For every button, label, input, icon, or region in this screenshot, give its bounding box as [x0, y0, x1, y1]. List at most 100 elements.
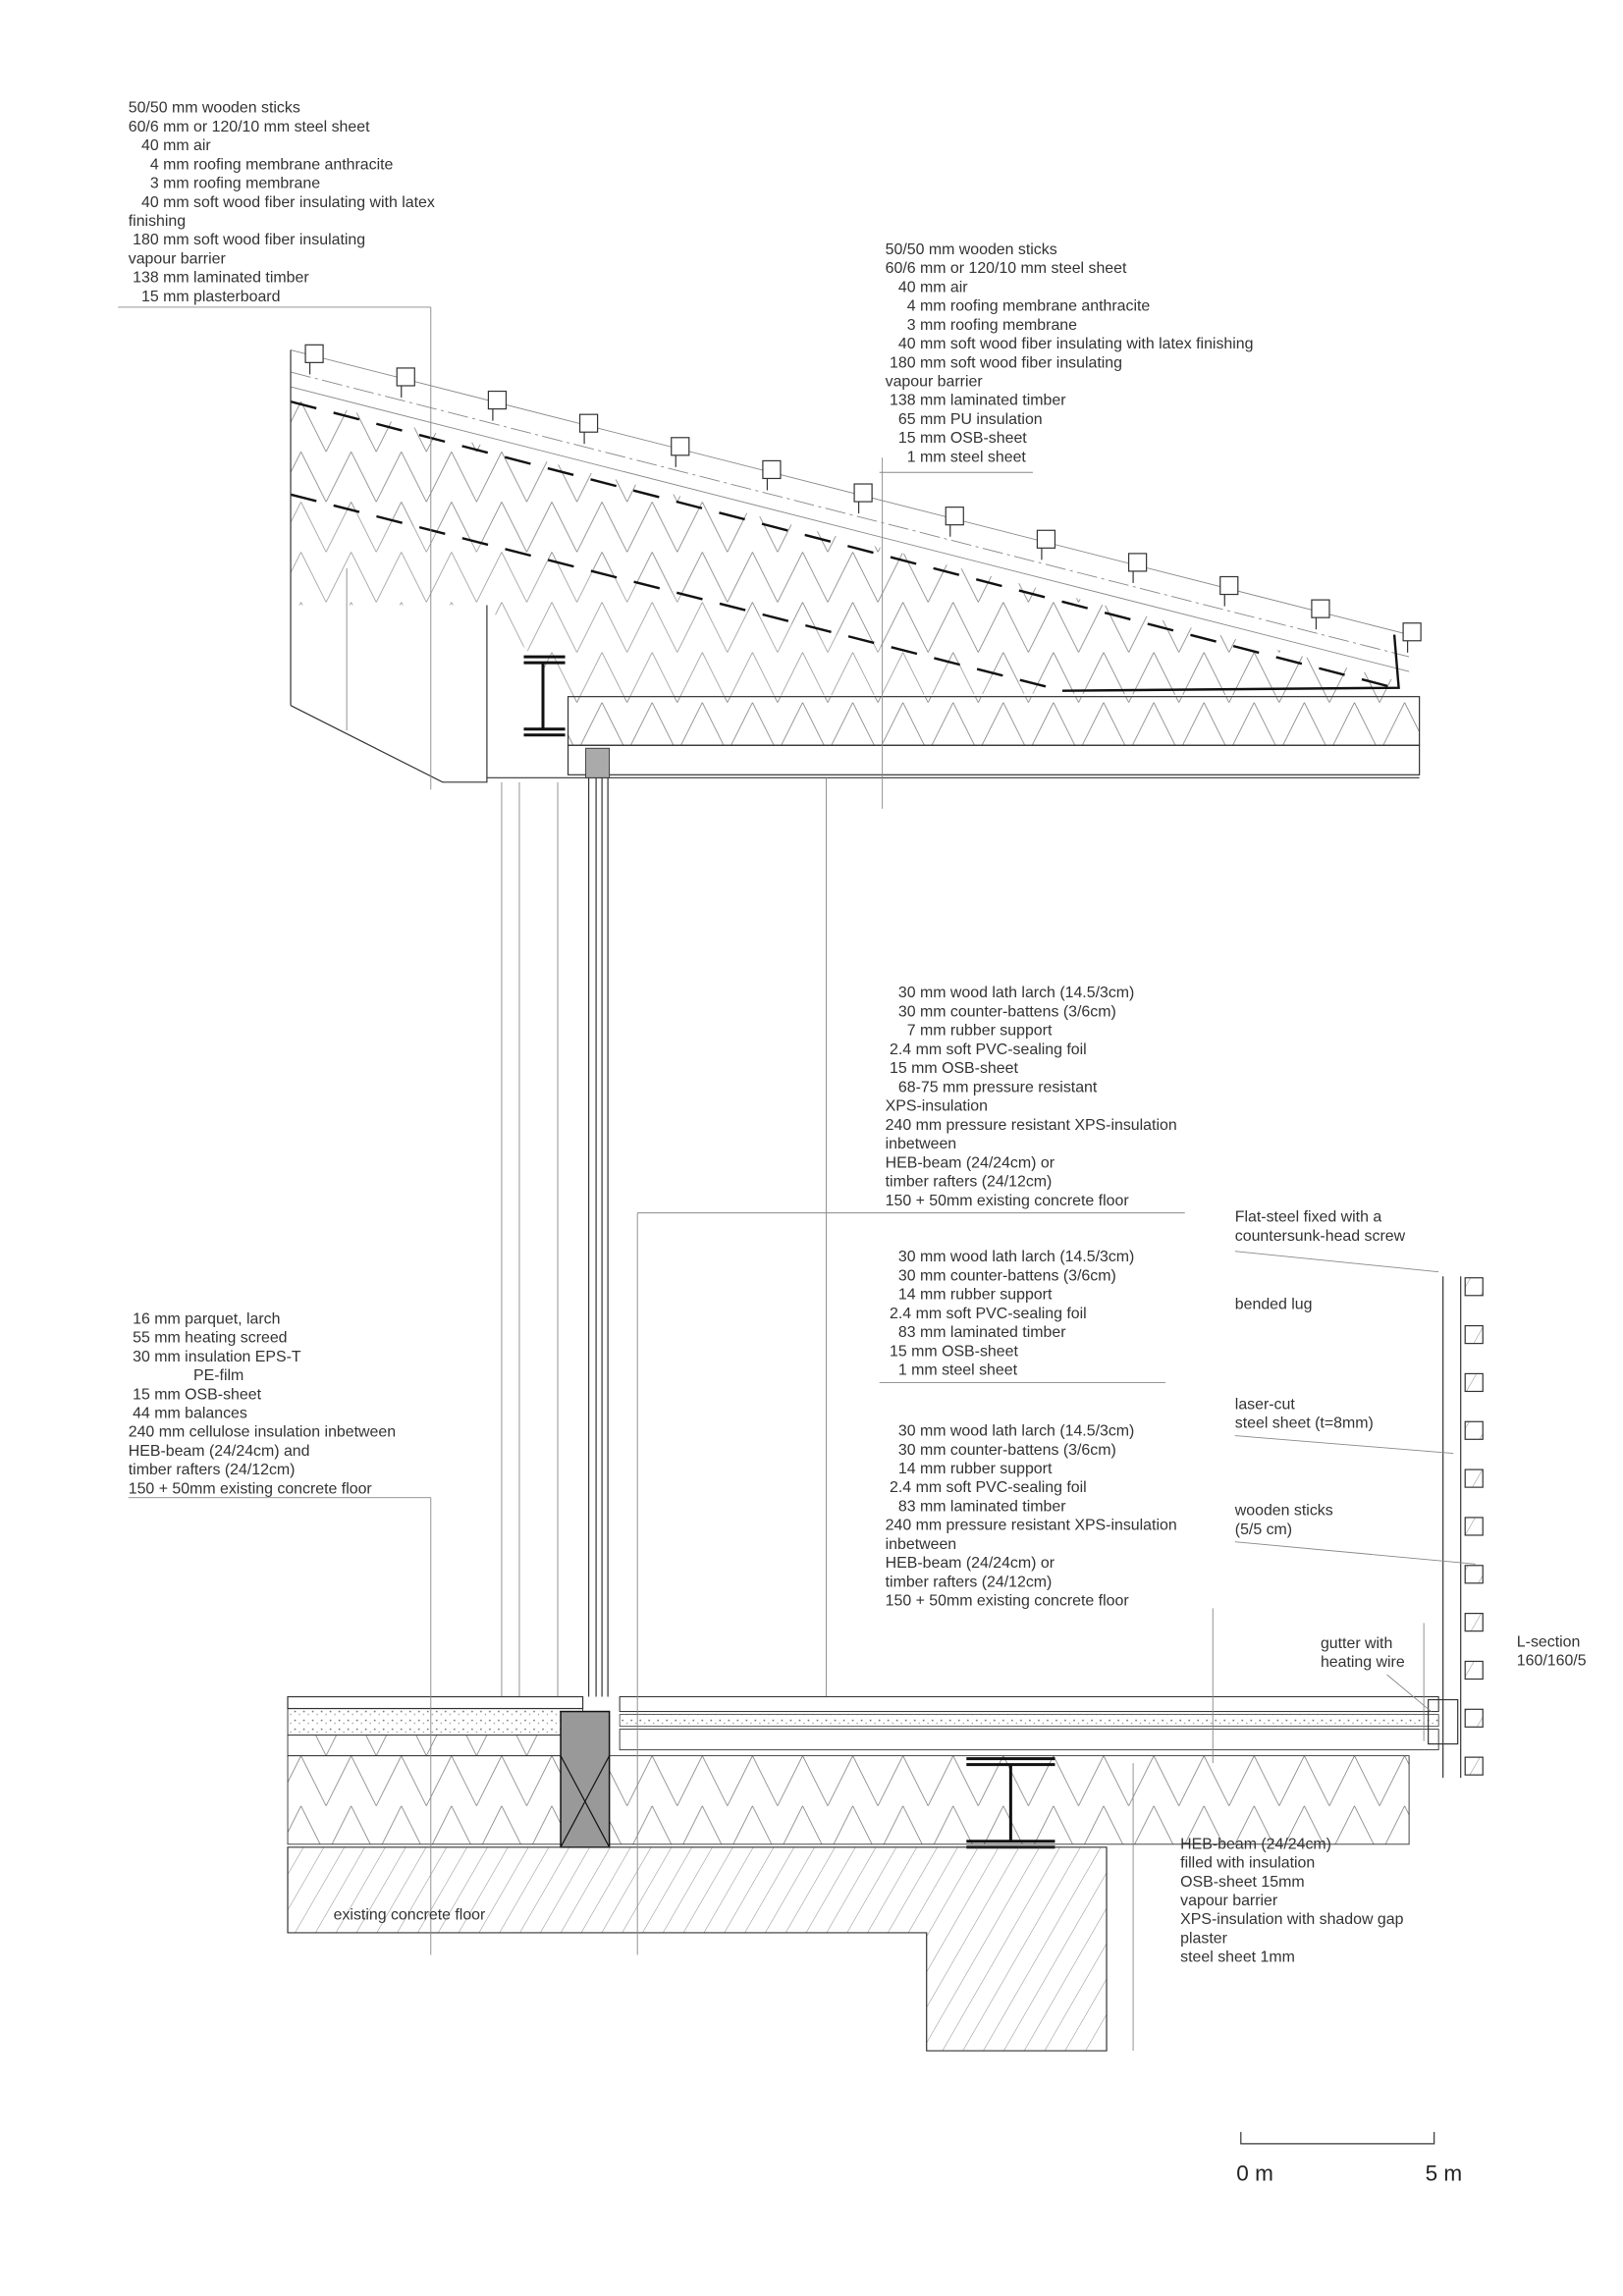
label-terrace-2: 30 mm wood lath larch (14.5/3cm) 30 mm c…: [886, 1249, 1135, 1378]
label-line: 150 + 50mm existing concrete floor: [129, 1480, 373, 1497]
wooden-stick: [1402, 622, 1422, 642]
label-line: 30 mm counter-battens (3/6cm): [886, 1003, 1116, 1020]
label-line: XPS-insulation with shadow gap: [1180, 1911, 1403, 1928]
label-line: 3 mm roofing membrane: [129, 176, 321, 192]
roof-membrane: [290, 400, 1395, 689]
label-line: gutter with: [1321, 1635, 1392, 1652]
wooden-stick: [1036, 529, 1056, 549]
label-line: vapour barrier: [129, 250, 227, 267]
label-line: 14 mm rubber support: [886, 1461, 1053, 1477]
label-concrete: existing concrete floor: [334, 1906, 486, 1923]
label-line: 15 mm OSB-sheet: [886, 430, 1028, 447]
label-line: 4 mm roofing membrane anthracite: [886, 298, 1151, 315]
label-line: 30 mm counter-battens (3/6cm): [886, 1267, 1116, 1284]
facade-stick: [1464, 1420, 1484, 1440]
terrace-osb: [619, 1729, 1439, 1751]
label-line: 138 mm laminated timber: [886, 393, 1067, 409]
label-line: 50/50 mm wooden sticks: [129, 100, 300, 117]
label-line: 240 mm pressure resistant XPS-insulation: [886, 1117, 1177, 1134]
label-line: inbetween: [886, 1536, 957, 1553]
label-line: 2.4 mm soft PVC-sealing foil: [886, 1479, 1087, 1496]
wooden-stick: [1219, 575, 1239, 596]
label-line: vapour barrier: [1180, 1893, 1278, 1909]
label-flat-steel: Flat-steel fixed with a countersunk-head …: [1235, 1209, 1406, 1245]
label-line: 40 mm soft wood fiber insulating with la…: [886, 336, 1254, 352]
wooden-stick: [304, 344, 324, 363]
label-line: plaster: [1180, 1930, 1227, 1947]
facade-stick: [1464, 1613, 1484, 1632]
roof-steel-line: [290, 371, 1410, 658]
label-roof-left: 50/50 mm wooden sticks 60/6 mm or 120/10 …: [129, 100, 435, 305]
scale-start-label: 0 m: [1236, 2161, 1273, 2185]
label-line: 240 mm pressure resistant XPS-insulation: [886, 1518, 1177, 1534]
label-line: 30 mm insulation EPS-T: [129, 1349, 301, 1365]
label-line: 150 + 50mm existing concrete floor: [886, 1193, 1130, 1209]
existing-concrete-floor: [287, 1846, 1108, 2052]
label-line: HEB-beam (24/24cm) and: [129, 1443, 310, 1460]
label-line: 3 mm roofing membrane: [886, 317, 1078, 334]
label-line: 55 mm heating screed: [129, 1330, 288, 1347]
label-line: HEB-beam (24/24cm): [1180, 1836, 1331, 1852]
label-line: 16 mm parquet, larch: [129, 1310, 281, 1327]
label-line: 14 mm rubber support: [886, 1287, 1053, 1304]
wooden-stick: [1311, 599, 1330, 618]
insulation-eps: [287, 1735, 584, 1757]
wooden-stick: [487, 390, 508, 410]
label-terrace-3: 30 mm wood lath larch (14.5/3cm) 30 mm c…: [886, 1423, 1177, 1610]
wooden-stick: [762, 459, 782, 480]
label-line: timber rafters (24/12cm): [129, 1462, 296, 1478]
label-line: countersunk-head screw: [1235, 1228, 1406, 1245]
label-line: 15 mm OSB-sheet: [129, 1386, 262, 1403]
label-line: L-section: [1517, 1633, 1581, 1650]
window-head: [585, 747, 611, 778]
heating-screed: [287, 1708, 584, 1736]
label-line: 15 mm plasterboard: [129, 289, 281, 305]
wooden-stick: [1127, 553, 1148, 572]
label-line: 4 mm roofing membrane anthracite: [129, 156, 394, 173]
label-line: HEB-beam (24/24cm) or: [886, 1154, 1055, 1171]
wooden-stick: [578, 413, 599, 433]
wooden-stick: [671, 437, 690, 456]
label-line: vapour barrier: [886, 373, 984, 390]
label-line: filled with insulation: [1180, 1855, 1315, 1872]
facade-stick: [1464, 1565, 1484, 1584]
column-base: [560, 1710, 611, 1848]
soffit-left: [290, 605, 488, 783]
label-line: 180 mm soft wood fiber insulating: [886, 354, 1122, 371]
label-roof-right: 50/50 mm wooden sticks 60/6 mm or 120/10 …: [886, 241, 1254, 466]
heb-beam-roof: [523, 655, 566, 737]
wooden-stick: [396, 367, 415, 387]
roof-lower-insulation: [291, 494, 1062, 697]
label-line: 2.4 mm soft PVC-sealing foil: [886, 1306, 1087, 1322]
roof-wooden-sticks: [304, 344, 1422, 653]
label-line: 240 mm cellulose insulation inbetween: [129, 1424, 396, 1441]
label-line: 138 mm laminated timber: [129, 270, 310, 287]
facade-stick: [1464, 1372, 1484, 1393]
label-line: Flat-steel fixed with a: [1235, 1209, 1382, 1226]
label-line: 50/50 mm wooden sticks: [886, 241, 1057, 258]
label-line: 83 mm laminated timber: [886, 1324, 1067, 1341]
label-line: OSB-sheet 15mm: [1180, 1874, 1304, 1891]
roof-edge-flashing: [1061, 634, 1400, 692]
label-line: 30 mm wood lath larch (14.5/3cm): [886, 1249, 1135, 1265]
label-line: 83 mm laminated timber: [886, 1498, 1067, 1515]
floor-section: [287, 1212, 1459, 2052]
label-line: XPS-insulation: [886, 1098, 988, 1115]
label-line: 60/6 mm or 120/10 mm steel sheet: [129, 119, 370, 135]
label-line: existing concrete floor: [334, 1906, 486, 1923]
label-wooden-sticks: wooden sticks(5/5 cm): [1234, 1503, 1333, 1538]
label-line: steel sheet (t=8mm): [1235, 1415, 1374, 1432]
label-line: timber rafters (24/12cm): [886, 1174, 1053, 1191]
label-line: PE-film: [129, 1367, 244, 1384]
label-line: 150 + 50mm existing concrete floor: [886, 1593, 1130, 1610]
heb-beam-floor: [966, 1757, 1055, 1849]
label-line: bended lug: [1235, 1296, 1313, 1312]
label-line: 1 mm steel sheet: [886, 1362, 1018, 1379]
label-line: 40 mm air: [886, 279, 969, 295]
facade-stick: [1464, 1277, 1484, 1297]
label-line: 60/6 mm or 120/10 mm steel sheet: [886, 260, 1127, 277]
label-line: timber rafters (24/12cm): [886, 1574, 1053, 1590]
scale-end-label: 5 m: [1426, 2161, 1463, 2185]
facade-elevation: [1442, 1276, 1484, 1779]
